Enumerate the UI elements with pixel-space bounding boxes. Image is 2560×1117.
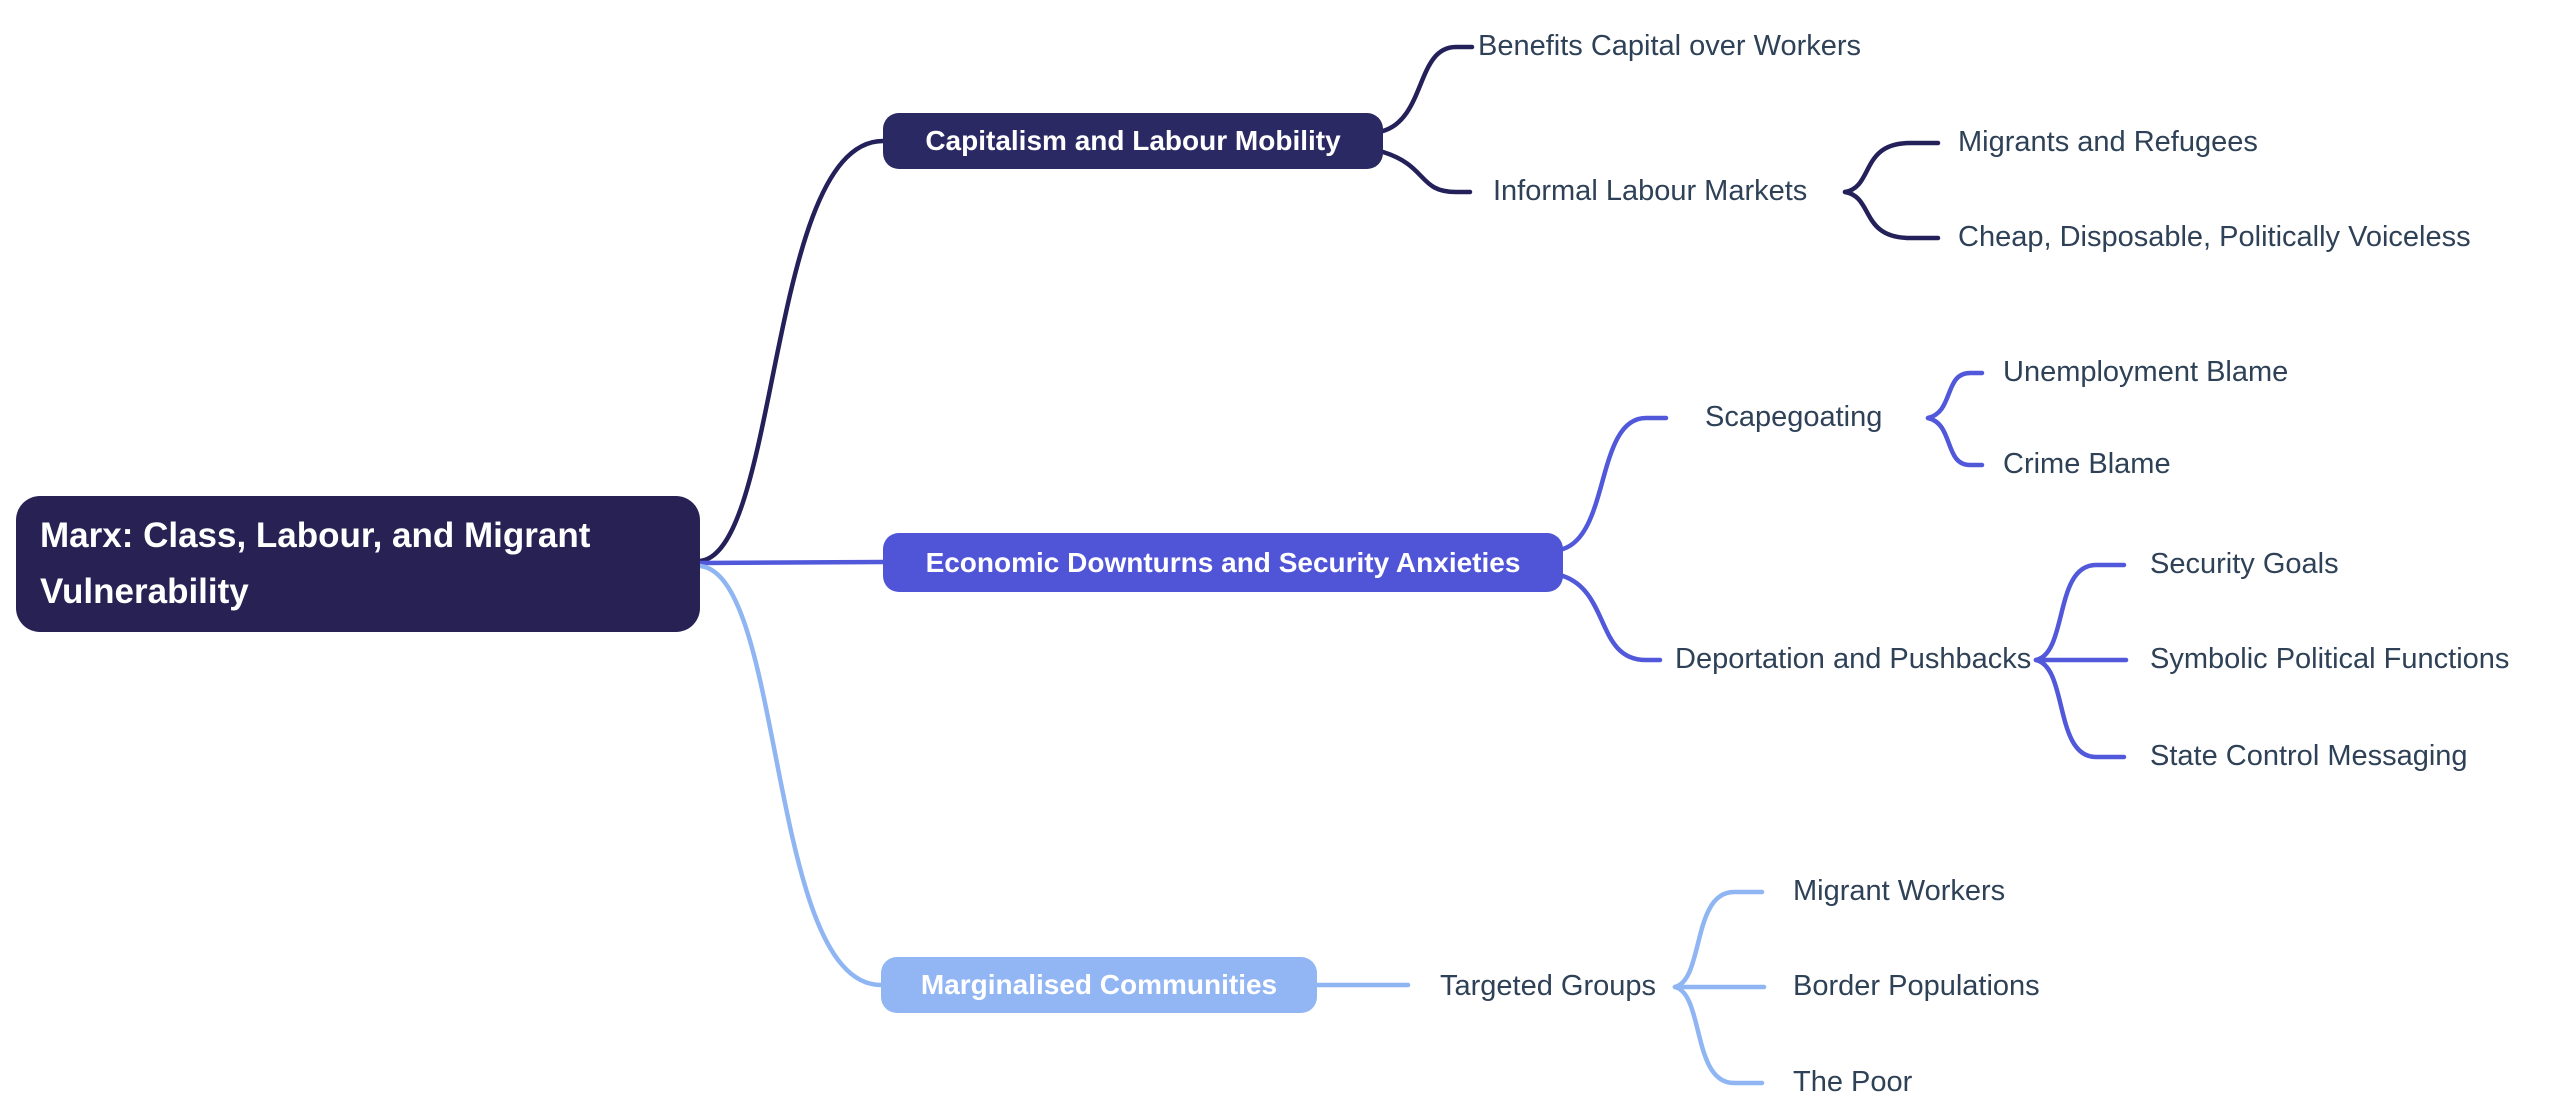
leaf-informal-labour-markets[interactable]: Informal Labour Markets bbox=[1493, 174, 1808, 207]
leaf-migrants-refugees[interactable]: Migrants and Refugees bbox=[1958, 125, 2258, 158]
edge-root-to-branch2 bbox=[697, 559, 886, 566]
edge-targeted-to-poor bbox=[1672, 984, 1765, 1086]
edge-scapegoating-to-crime bbox=[1925, 415, 1985, 468]
branch-node-economic-downturns[interactable]: Economic Downturns and Security Anxietie… bbox=[883, 533, 1563, 592]
edge-root-to-branch1 bbox=[697, 138, 886, 564]
edge-branch1-to-informal bbox=[1380, 149, 1473, 195]
leaf-scapegoating[interactable]: Scapegoating bbox=[1705, 400, 1883, 433]
edge-branch2-to-scapegoating bbox=[1560, 415, 1669, 552]
edge-targeted-to-migrantworkers bbox=[1672, 889, 1765, 990]
edge-informal-to-migrants bbox=[1842, 140, 1941, 195]
leaf-cheap-disposable[interactable]: Cheap, Disposable, Politically Voiceless bbox=[1958, 220, 2471, 253]
edge-branch1-to-benefits bbox=[1380, 44, 1475, 134]
edge-deportation-to-state bbox=[2033, 657, 2127, 760]
leaf-security-goals[interactable]: Security Goals bbox=[2150, 547, 2339, 580]
edge-branch2-to-deportation bbox=[1560, 573, 1663, 663]
edge-informal-to-cheap bbox=[1842, 189, 1941, 241]
leaf-the-poor[interactable]: The Poor bbox=[1793, 1065, 1913, 1098]
leaf-targeted-groups[interactable]: Targeted Groups bbox=[1440, 969, 1657, 1002]
leaf-benefits-capital[interactable]: Benefits Capital over Workers bbox=[1478, 29, 1862, 62]
leaf-crime-blame[interactable]: Crime Blame bbox=[2003, 447, 2171, 480]
leaf-deportation-pushbacks[interactable]: Deportation and Pushbacks bbox=[1675, 642, 2032, 675]
leaf-migrant-workers[interactable]: Migrant Workers bbox=[1793, 874, 2006, 907]
branch-node-capitalism[interactable]: Capitalism and Labour Mobility bbox=[883, 113, 1383, 169]
edge-root-to-branch3 bbox=[697, 563, 884, 988]
leaf-symbolic-political-functions[interactable]: Symbolic Political Functions bbox=[2150, 642, 2510, 675]
edge-deportation-to-security bbox=[2033, 562, 2127, 663]
branch-node-marginalised[interactable]: Marginalised Communities bbox=[881, 957, 1317, 1013]
root-node[interactable]: Marx: Class, Labour, and Migrant Vulnera… bbox=[16, 496, 700, 632]
edge-scapegoating-to-unemployment bbox=[1925, 370, 1985, 421]
leaf-state-control-messaging[interactable]: State Control Messaging bbox=[2150, 739, 2468, 772]
leaf-unemployment-blame[interactable]: Unemployment Blame bbox=[2003, 355, 2289, 388]
leaf-border-populations[interactable]: Border Populations bbox=[1793, 969, 2040, 1002]
